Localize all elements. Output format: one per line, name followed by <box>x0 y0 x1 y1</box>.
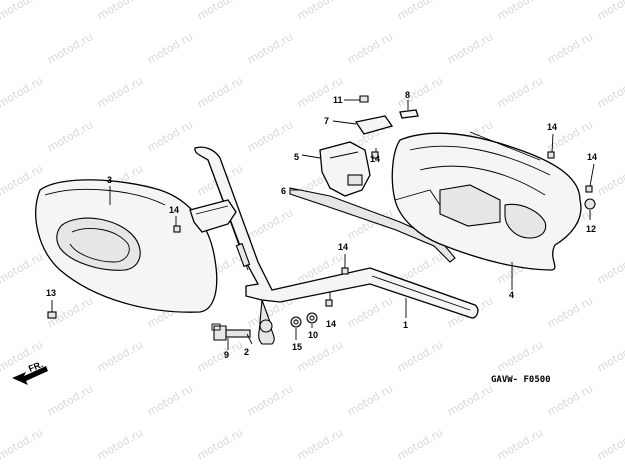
callout-4: 4 <box>509 290 514 300</box>
watermark-text: motod.ru <box>195 0 245 23</box>
callout-11: 11 <box>333 95 343 105</box>
watermark-text: motod.ru <box>95 0 145 23</box>
callout-6: 6 <box>281 186 286 196</box>
callout-1: 1 <box>403 320 408 330</box>
front-direction-arrow: FR. <box>12 359 48 385</box>
callout-14-e: 14 <box>547 122 557 132</box>
watermark-text: motod.ru <box>595 338 625 374</box>
watermark-text: motod.ru <box>295 338 345 374</box>
watermark-text: motod.ru <box>295 0 345 23</box>
watermark-text: motod.ru <box>295 426 345 462</box>
callout-3: 3 <box>107 175 112 185</box>
watermark-text: motod.ru <box>245 118 295 154</box>
callout-14-f: 14 <box>587 152 597 162</box>
watermark-text: motod.ru <box>595 426 625 462</box>
watermark-text: motod.ru <box>395 74 445 110</box>
cap <box>399 109 419 119</box>
watermark-text: motod.ru <box>495 74 545 110</box>
watermark-text: motod.ru <box>145 118 195 154</box>
watermark-text: motod.ru <box>595 0 625 23</box>
watermark-text: motod.ru <box>595 162 625 198</box>
watermark-text: motod.ru <box>445 30 495 66</box>
watermark-text: motod.ru <box>0 0 45 23</box>
watermark-text: motod.ru <box>345 294 395 330</box>
callout-5: 5 <box>294 152 299 162</box>
watermark-text: motod.ru <box>545 382 595 418</box>
plate <box>354 115 394 135</box>
cover-mounting-bracket <box>189 199 237 233</box>
rear-handlebar-cover <box>391 131 582 271</box>
callout-14-c: 14 <box>338 242 348 252</box>
watermark-text: motod.ru <box>295 74 345 110</box>
watermark-text: motod.ru <box>345 382 395 418</box>
watermark-text: motod.ru <box>395 0 445 23</box>
watermark-text: motod.ru <box>445 382 495 418</box>
watermark-text: motod.ru <box>395 426 445 462</box>
watermark-text: motod.ru <box>145 30 195 66</box>
watermark-text: motod.ru <box>45 118 95 154</box>
callout-2: 2 <box>244 347 249 357</box>
front-handlebar-cover <box>35 179 218 313</box>
watermark-text: motod.ru <box>45 30 95 66</box>
watermark-text: motod.ru <box>0 74 45 110</box>
watermark-text: motod.ru <box>0 250 45 286</box>
watermark-text: motod.ru <box>245 382 295 418</box>
watermark-text: motod.ru <box>95 74 145 110</box>
watermark-text: motod.ru <box>495 426 545 462</box>
clip <box>359 95 369 103</box>
watermark-text: motod.ru <box>95 338 145 374</box>
callout-14-d: 14 <box>326 319 336 329</box>
watermark-text: motod.ru <box>195 338 245 374</box>
meter-case <box>319 141 371 197</box>
watermark-text: motod.ru <box>495 0 545 23</box>
watermark-text: motod.ru <box>0 426 45 462</box>
callout-14-b: 14 <box>370 154 380 164</box>
leader-lines <box>51 99 595 350</box>
watermark-text: motod.ru <box>345 30 395 66</box>
callout-13: 13 <box>46 288 56 298</box>
watermark-text: motod.ru <box>195 74 245 110</box>
watermark-text: motod.ru <box>595 250 625 286</box>
watermark-text: motod.ru <box>545 294 595 330</box>
callout-10: 10 <box>308 330 318 340</box>
guide-rod <box>289 187 456 263</box>
watermark-text: motod.ru <box>45 382 95 418</box>
watermark-text: motod.ru <box>145 382 195 418</box>
handlebar-stem <box>213 299 318 345</box>
handlebar-pipe <box>194 146 479 319</box>
diagram-code: GAVW- F0500 <box>491 375 551 385</box>
callout-15: 15 <box>292 342 302 352</box>
callout-7: 7 <box>324 116 329 126</box>
watermark-text: motod.ru <box>245 30 295 66</box>
watermark-text: motod.ru <box>395 338 445 374</box>
callout-8: 8 <box>405 90 410 100</box>
callout-labels: 1 2 3 4 5 6 7 8 9 10 11 12 13 14 14 14 1… <box>46 90 597 360</box>
callout-9: 9 <box>224 350 229 360</box>
callout-12: 12 <box>586 224 596 234</box>
watermark-text: motod.ru <box>95 426 145 462</box>
watermark-text: motod.ru <box>595 74 625 110</box>
watermark-text: motod.ru <box>545 30 595 66</box>
watermark-text: motod.ru <box>495 338 545 374</box>
watermark-text: motod.ru <box>195 426 245 462</box>
callout-14-a: 14 <box>169 205 179 215</box>
watermark-text: motod.ru <box>245 206 295 242</box>
